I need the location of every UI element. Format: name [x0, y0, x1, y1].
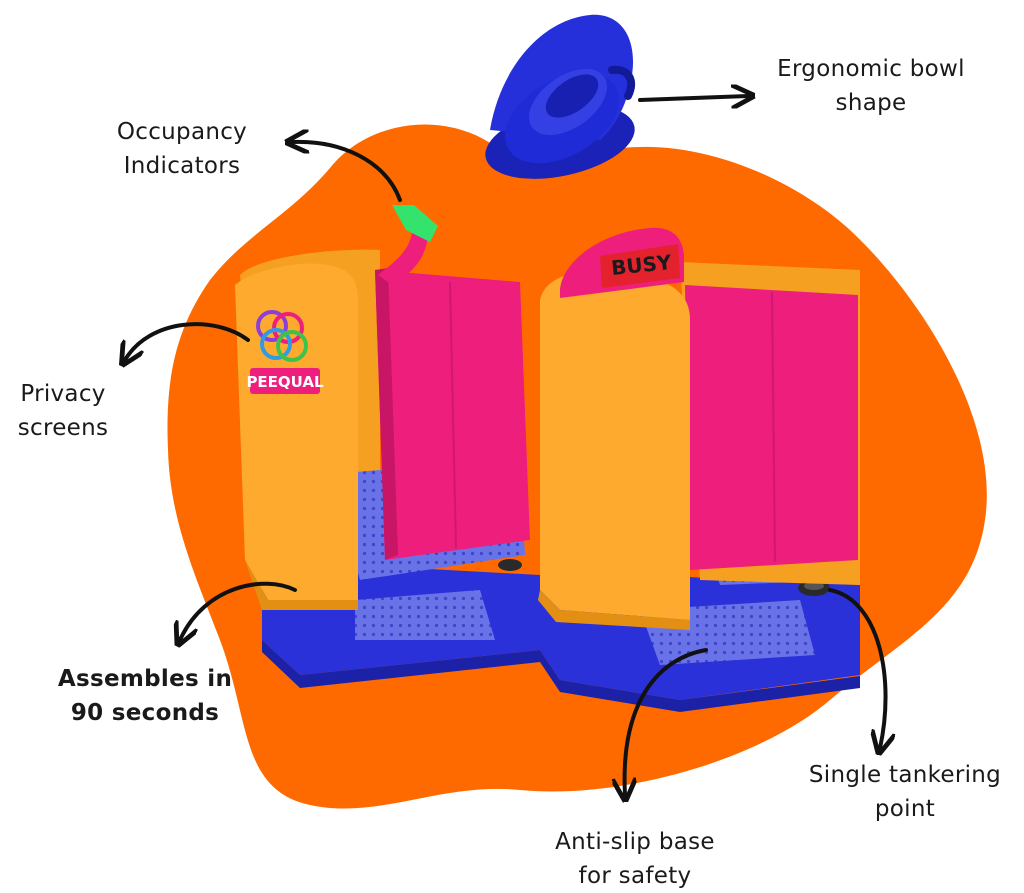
callout-arrows [125, 96, 886, 795]
label-tankering-point: Single tankering point [808, 762, 1002, 822]
label-occupancy-indicators: Occupancy Indicators [116, 119, 248, 179]
occupancy-indicator [378, 205, 438, 285]
right-door [685, 285, 858, 570]
peequal-logo: PEEQUAL [246, 310, 324, 394]
label-privacy-screens: Privacy screens [17, 381, 109, 441]
arrow-antislip [625, 648, 708, 795]
arrow-occupancy [292, 142, 402, 202]
busy-indicator: BUSY [560, 227, 684, 298]
right-privacy-screen [540, 270, 690, 620]
bowl-illustration [485, 14, 636, 179]
label-anti-slip-base: Anti-slip base for safety [555, 829, 715, 889]
label-assembly-time: Assembles in 90 seconds [57, 666, 233, 726]
arrow-bowl [638, 96, 748, 100]
arrow-privacy [125, 322, 250, 360]
left-privacy-screen [235, 263, 358, 600]
arrow-tankering [828, 588, 886, 748]
logo-text: PEEQUAL [246, 373, 324, 391]
left-cubicle: PEEQUAL [235, 205, 530, 610]
left-floor [355, 590, 495, 640]
right-cubicle: BUSY [538, 227, 860, 630]
label-bowl-shape: Ergonomic bowl shape [777, 56, 965, 116]
base-illustration [262, 470, 860, 712]
arrow-assembly [180, 581, 297, 640]
